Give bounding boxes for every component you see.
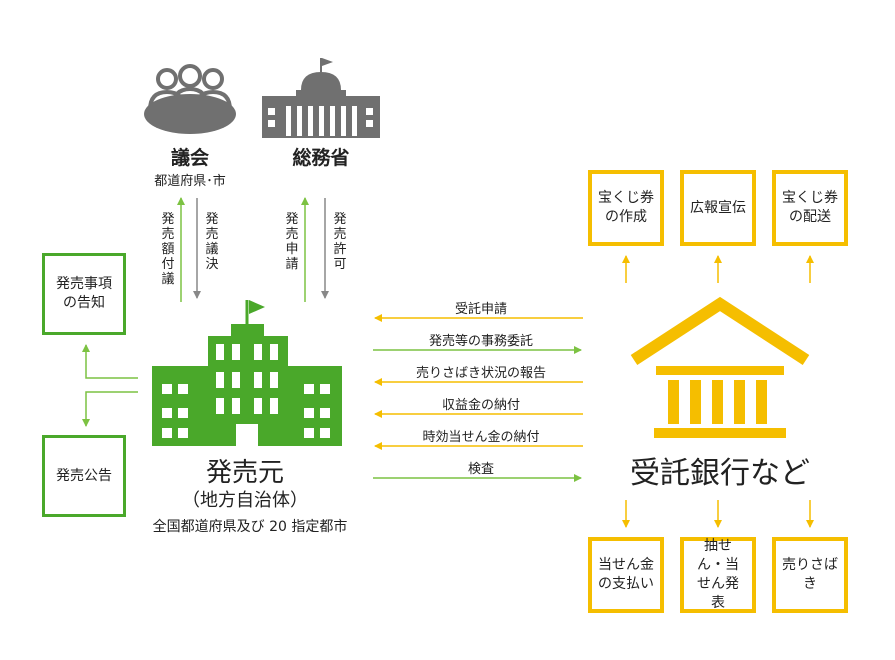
issuer-title: 発売元 — [205, 458, 284, 488]
prize-payment-label: 当せん金の支払い — [598, 557, 654, 592]
label-sale-resolution: 発売議決 — [205, 212, 219, 272]
notice-label: 発売事項の告知 — [56, 276, 112, 311]
flow-label-2: 売りさばき状況の報告 — [415, 366, 546, 381]
assembly-title: 議会 — [170, 147, 209, 169]
assembly-subtitle: 都道府県･市 — [154, 174, 226, 189]
arrow-to-notice — [82, 344, 138, 379]
flow-label-5: 検査 — [467, 462, 494, 477]
flow-label-0: 受託申請 — [454, 302, 507, 317]
government-building-icon — [152, 300, 342, 446]
announcement-box: 発売公告 — [42, 435, 126, 517]
issuer-note: 全国都道府県及び 20 指定都市 — [152, 519, 348, 535]
assembly-people-icon — [144, 64, 236, 134]
arrow-to-announcement — [82, 391, 138, 427]
ticket-delivery-box: 宝くじ券の配送 — [772, 170, 848, 246]
ticket-creation-label: 宝くじ券の作成 — [598, 190, 654, 225]
label-sale-permission: 発売許可 — [333, 212, 347, 272]
drawing-box: 抽せん・当せん発表 — [680, 537, 756, 613]
bank-building-icon — [630, 296, 810, 438]
issuer-subtitle: （地方自治体） — [182, 490, 308, 511]
prize-payment-box: 当せん金の支払い — [588, 537, 664, 613]
publicity-box: 広報宣伝 — [680, 170, 756, 246]
label-sale-amount-proposal: 発売額付議 — [161, 212, 175, 287]
retail-sales-box: 売りさばき — [772, 537, 848, 613]
notice-box: 発売事項の告知 — [42, 253, 126, 335]
capitol-building-icon — [262, 58, 380, 138]
publicity-label: 広報宣伝 — [690, 199, 746, 216]
drawing-label: 抽せん・当せん発表 — [697, 538, 739, 611]
announcement-label: 発売公告 — [56, 467, 112, 484]
ticket-creation-box: 宝くじ券の作成 — [588, 170, 664, 246]
flow-label-4: 時効当せん金の納付 — [422, 430, 540, 445]
label-sale-application: 発売申請 — [285, 212, 299, 272]
retail-sales-label: 売りさばき — [782, 557, 838, 592]
bank-title: 受託銀行など — [630, 456, 810, 491]
flow-label-3: 収益金の納付 — [441, 398, 520, 413]
flow-label-1: 発売等の事務委託 — [428, 334, 533, 349]
ministry-title: 総務省 — [292, 147, 350, 169]
ticket-delivery-label: 宝くじ券の配送 — [782, 190, 838, 225]
